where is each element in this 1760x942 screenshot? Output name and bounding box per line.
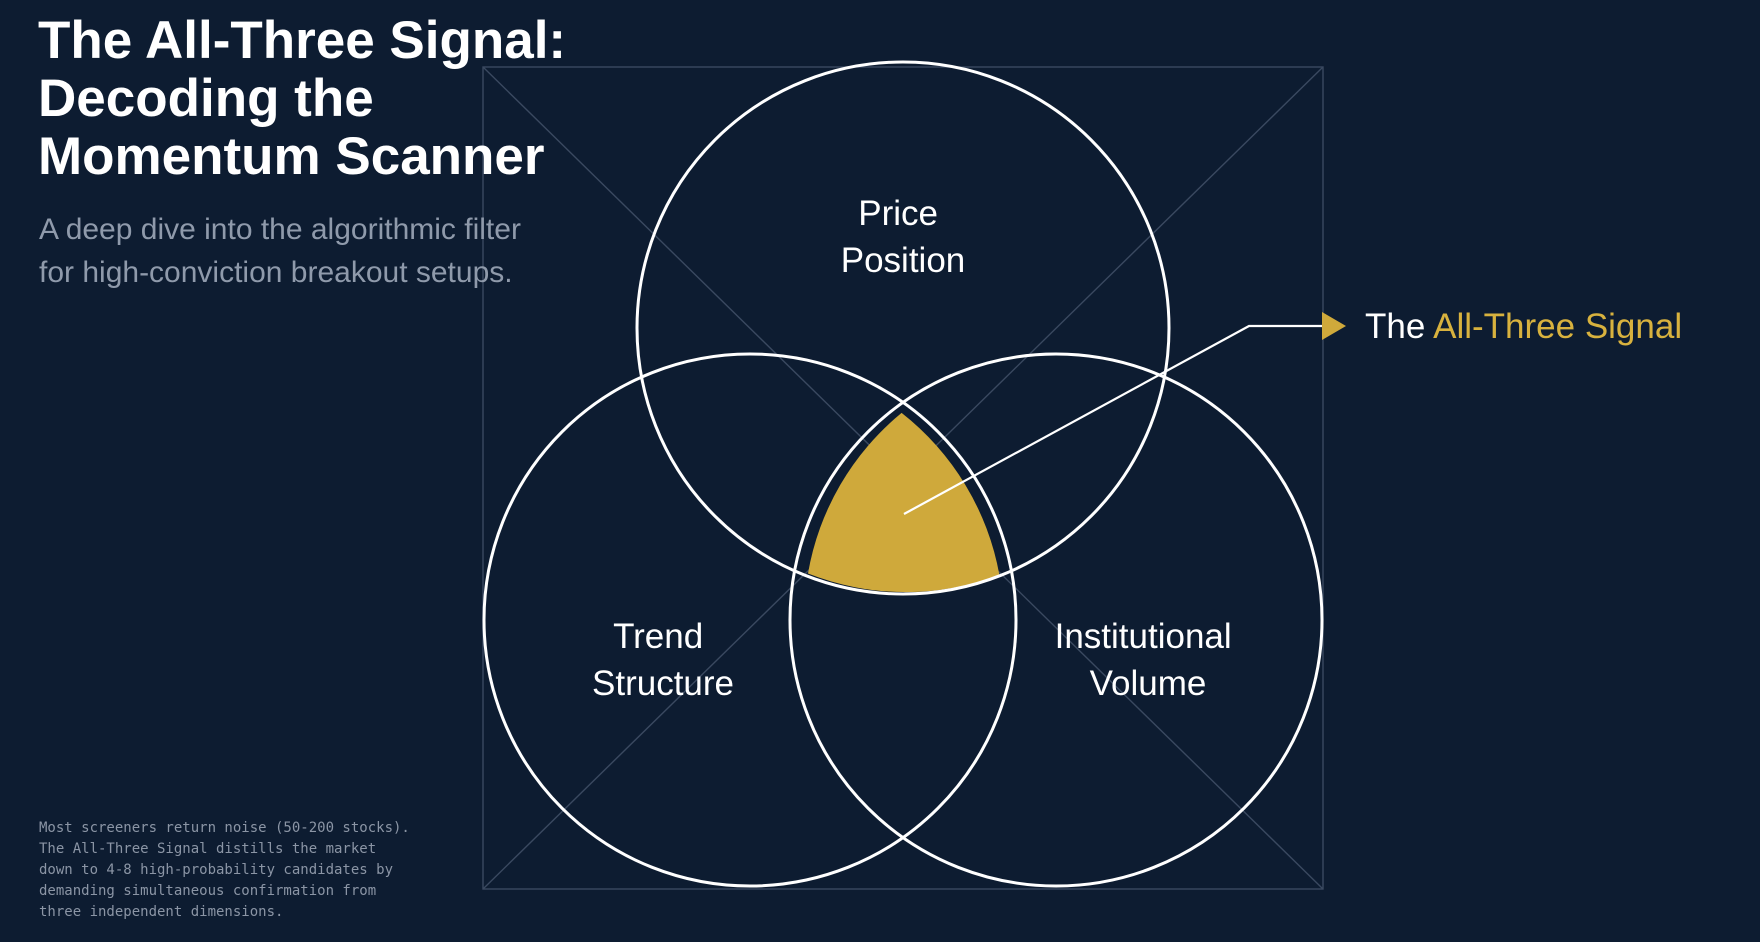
footnote-line: The All-Three Signal distills the market bbox=[39, 841, 377, 857]
page-title: The All-Three Signal: Decoding the Momen… bbox=[38, 12, 678, 186]
footnote: Most screeners return noise (50-200 stoc… bbox=[39, 818, 410, 923]
title-line: Decoding the bbox=[38, 69, 374, 128]
venn-circle-institutional-volume bbox=[788, 352, 1324, 888]
callout-label: The All-Three Signal bbox=[1365, 307, 1682, 346]
venn-circle-trend-structure bbox=[482, 352, 1018, 888]
footnote-line: three independent dimensions. bbox=[39, 904, 284, 920]
footnote-line: down to 4-8 high-probability candidates … bbox=[39, 862, 394, 878]
label-trend-structure: Trend Structure bbox=[592, 617, 734, 703]
title-line: The All-Three Signal: bbox=[38, 11, 567, 70]
guide-rectangle bbox=[482, 66, 1324, 890]
callout-arrow-icon bbox=[1322, 312, 1346, 340]
all-three-intersection bbox=[808, 412, 1000, 593]
label-institutional-volume: Institutional Volume bbox=[1055, 617, 1242, 703]
callout-leader-line bbox=[903, 324, 1324, 515]
label-price-position: Price Position bbox=[841, 194, 966, 280]
subtitle-line: A deep dive into the algorithmic filter bbox=[39, 213, 521, 246]
footnote-line: Most screeners return noise (50-200 stoc… bbox=[39, 820, 410, 836]
venn-circle-price-position bbox=[635, 60, 1171, 596]
title-line: Momentum Scanner bbox=[38, 127, 545, 186]
subtitle-line: for high-conviction breakout setups. bbox=[39, 256, 513, 289]
footnote-line: demanding simultaneous confirmation from bbox=[39, 883, 377, 899]
page-subtitle: A deep dive into the algorithmic filter … bbox=[39, 208, 521, 294]
